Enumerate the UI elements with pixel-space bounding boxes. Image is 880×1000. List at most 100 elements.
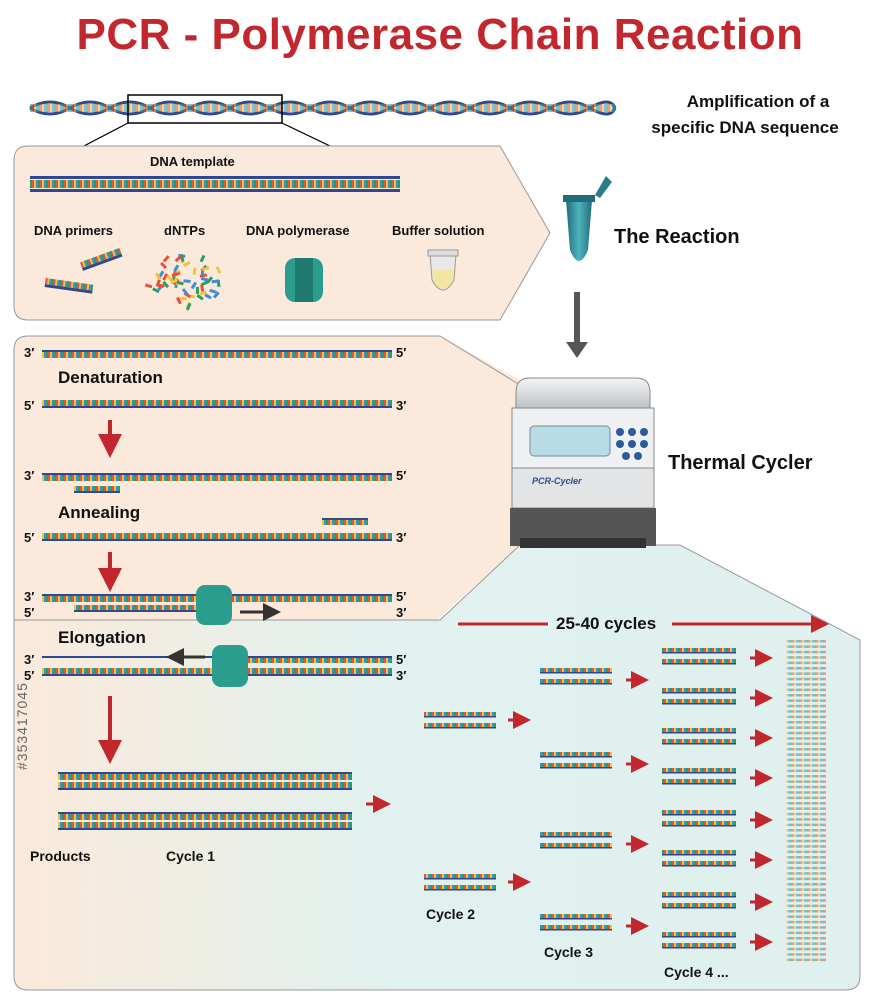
end-label: 3′ (396, 530, 407, 545)
strand-mark (662, 903, 736, 907)
strand-mark (424, 878, 496, 880)
amplification-line2: specific DNA sequence (651, 118, 839, 137)
dntp-mark (183, 279, 191, 284)
strand-mark (540, 836, 612, 838)
elongation-strands (42, 585, 392, 687)
strand-mark (662, 732, 736, 734)
dntp-mark (174, 255, 182, 263)
strand-mark (662, 821, 736, 825)
end-label: 3′ (24, 345, 35, 360)
strand-mark (662, 854, 736, 856)
end-label: 3′ (396, 398, 407, 413)
strand-mark (424, 889, 496, 891)
dntp-mark (179, 297, 187, 301)
strand-mark (662, 850, 736, 854)
strand-mark (786, 818, 826, 821)
strand-mark (786, 888, 826, 891)
strand-mark (786, 688, 826, 692)
cycles-range-label: 25-40 cycles (556, 614, 657, 633)
strand-mark (786, 861, 826, 864)
strand-mark (540, 914, 612, 918)
end-label: 5′ (396, 468, 407, 483)
strand-mark (786, 677, 826, 681)
strand-mark (662, 772, 736, 774)
strand-mark (786, 872, 826, 875)
strand-mark (786, 904, 826, 908)
strand-mark (662, 739, 736, 743)
dntp-mark (176, 296, 182, 305)
strand-mark (786, 958, 826, 962)
dntp-mark (209, 288, 217, 294)
strand-mark (662, 728, 736, 732)
dntp-mark (166, 274, 174, 282)
strand-mark (786, 829, 826, 832)
dntp-mark (144, 283, 153, 289)
dntp-mark (192, 267, 197, 275)
dntp-mark (185, 302, 192, 311)
strand-mark (662, 892, 736, 896)
strand-mark (786, 645, 826, 648)
strand-mark (786, 758, 826, 762)
end-label: 3′ (396, 605, 407, 620)
strand-mark (540, 672, 612, 674)
end-label: 5′ (396, 652, 407, 667)
strand-mark (786, 683, 826, 686)
strand-mark (786, 737, 826, 740)
strand-mark (786, 742, 826, 746)
strand-mark (786, 953, 826, 956)
strand-mark (540, 925, 612, 929)
strand-mark (786, 640, 826, 643)
strand-mark (786, 899, 826, 902)
step-elongation: Elongation (58, 628, 146, 647)
reaction-heading: The Reaction (614, 226, 740, 248)
selection-box (127, 94, 283, 124)
denaturation-strands (42, 350, 392, 408)
strand-mark (424, 716, 496, 718)
dntp-mark (176, 280, 184, 286)
strand-mark (540, 683, 612, 685)
products-label: Products (30, 848, 91, 864)
cycler-brand: PCR-Cycler (532, 476, 582, 486)
strand-mark (786, 721, 826, 724)
end-label: 3′ (24, 652, 35, 667)
strand-mark (786, 775, 826, 778)
strand-mark (662, 936, 736, 938)
end-label: 3′ (24, 468, 35, 483)
strand-mark (662, 648, 736, 652)
strand-mark (424, 885, 496, 889)
strand-mark (786, 699, 826, 702)
dna-template-label: DNA template (150, 154, 235, 169)
strand-mark (662, 688, 736, 692)
strand-mark (786, 704, 826, 708)
strand-mark (786, 672, 826, 675)
strand-mark (540, 679, 612, 683)
dntp-mark (155, 279, 161, 287)
strand-mark (424, 723, 496, 727)
primers-icon (44, 247, 123, 294)
strand-mark (786, 656, 826, 659)
dntp-mark (173, 264, 180, 273)
strand-mark (786, 910, 826, 913)
step-annealing: Annealing (58, 503, 141, 522)
dntp-mark (204, 293, 212, 300)
strand-mark (786, 661, 826, 665)
strand-mark (540, 767, 612, 769)
dntp-mark (199, 254, 206, 263)
strand-mark (662, 783, 736, 785)
end-label: 5′ (396, 345, 407, 360)
strand-mark (424, 712, 496, 716)
strand-mark (540, 832, 612, 836)
polymerase-icon (285, 258, 323, 302)
strand-mark (786, 748, 826, 751)
dntp-mark (155, 272, 162, 281)
strand-mark (786, 812, 826, 816)
dntp-mark (196, 294, 204, 301)
strand-mark (786, 942, 826, 945)
strand-mark (786, 845, 826, 848)
dntp-mark (181, 288, 189, 296)
strand-mark (786, 785, 826, 789)
page-title: PCR - Polymerase Chain Reaction (76, 10, 804, 59)
end-label: 5′ (24, 530, 35, 545)
strand-mark (786, 791, 826, 794)
